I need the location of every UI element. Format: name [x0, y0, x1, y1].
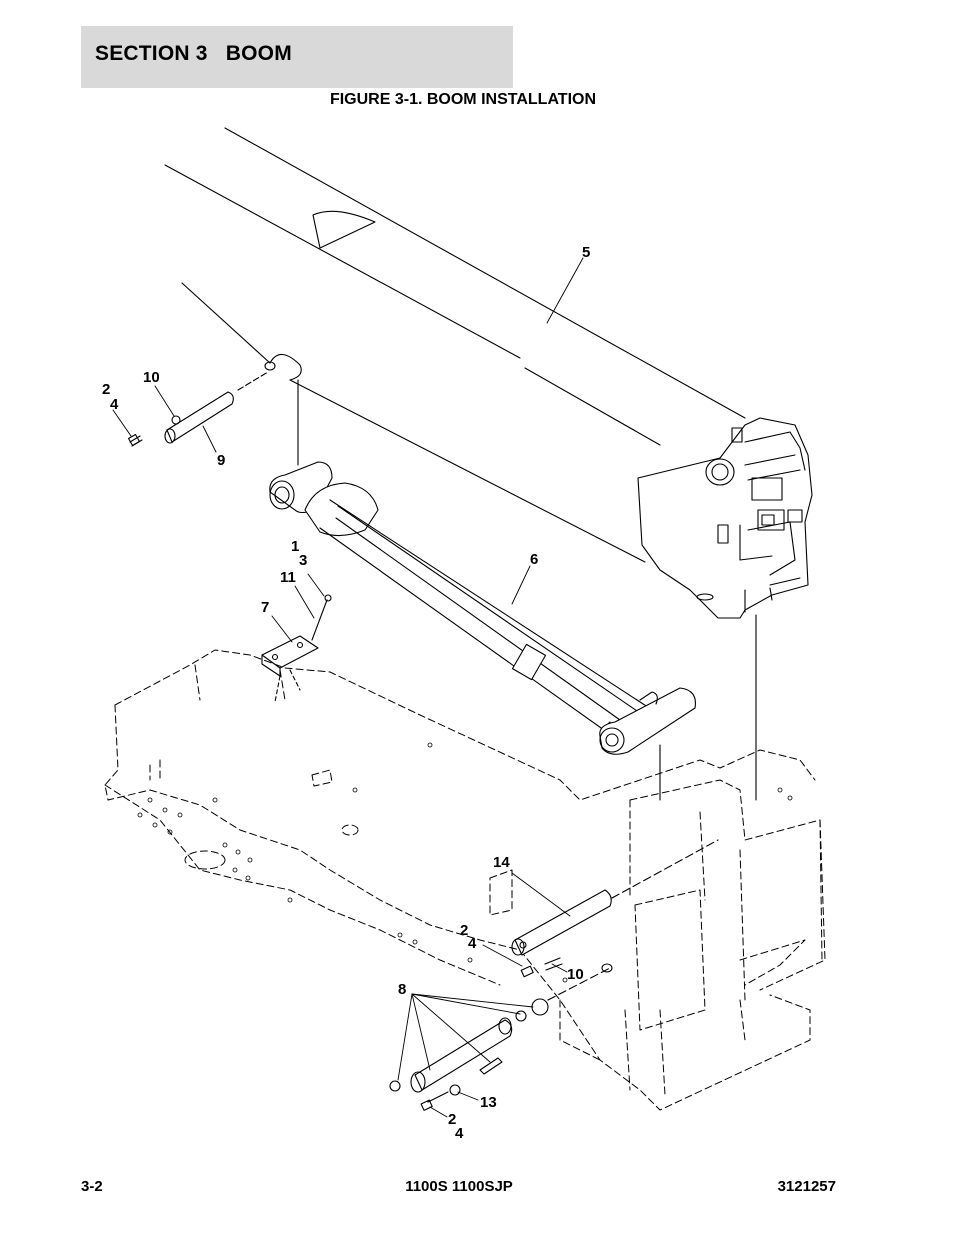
clamp-bracket	[261, 594, 332, 703]
callout-2-middle: 2	[460, 922, 468, 939]
boom-installation-drawing: 5 10 2 4 9 6 1 3 11 7 14 2 4 10 8 13 2 4	[102, 127, 826, 1142]
callout-14: 14	[493, 854, 510, 871]
callout-11: 11	[280, 569, 296, 586]
chassis-holes	[137, 742, 793, 983]
lift-cylinder	[269, 379, 696, 801]
callout-13: 13	[480, 1094, 497, 1111]
figure-title: FIGURE 3-1. BOOM INSTALLATION	[329, 91, 597, 108]
page-number: 3-2	[81, 1178, 103, 1195]
boom-pivot-pin	[127, 371, 269, 447]
boom-assembly	[164, 127, 813, 801]
callout-4-middle: 4	[468, 935, 477, 952]
callout-9: 9	[217, 452, 225, 469]
callout-8: 8	[398, 981, 406, 998]
callout-2-upper: 2	[102, 381, 110, 398]
callout-5: 5	[582, 244, 590, 261]
callout-10-upper: 10	[143, 369, 160, 386]
callout-7: 7	[261, 599, 269, 616]
model-name: 1100S 1100SJP	[405, 1178, 513, 1195]
leader-lines	[112, 257, 584, 1118]
callout-10-lower: 10	[567, 966, 584, 983]
pivot-pin-14	[511, 839, 719, 978]
cylinder-pin-8	[389, 963, 613, 1111]
callout-3: 3	[299, 552, 307, 569]
callout-4-lower: 4	[455, 1125, 464, 1142]
callout-6: 6	[530, 551, 538, 568]
document-number: 3121257	[777, 1178, 836, 1195]
section-header-bar: SECTION 3 BOOM	[81, 26, 513, 88]
section-title: SECTION 3 BOOM	[95, 42, 292, 65]
callout-4-upper: 4	[110, 396, 119, 413]
callout-2-lower: 2	[448, 1111, 456, 1128]
callout-1: 1	[291, 538, 299, 555]
chassis-frame	[104, 649, 826, 1111]
callout-labels: 5 10 2 4 9 6 1 3 11 7 14 2 4 10 8 13 2 4	[102, 244, 590, 1142]
